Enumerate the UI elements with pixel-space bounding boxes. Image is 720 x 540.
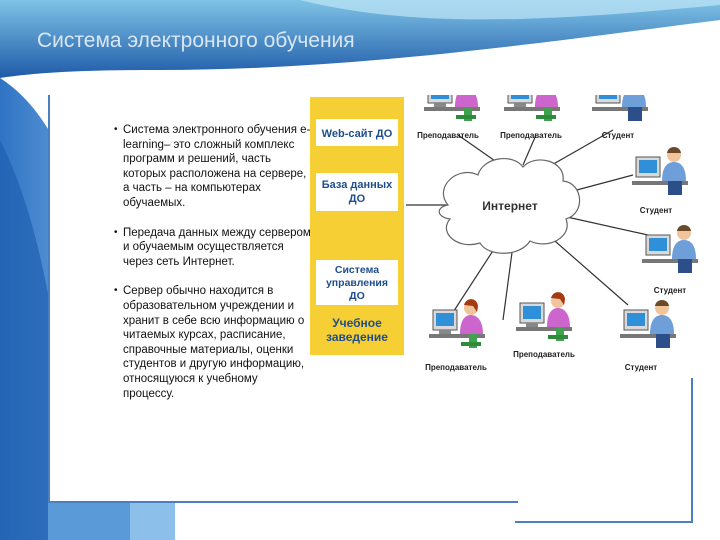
slide-title: Система электронного обучения (37, 29, 355, 52)
user-label-student-4: Студент (625, 363, 658, 372)
bullet-item-1: Система электронного обучения e-learning… (114, 123, 311, 211)
institution-label-line2: заведение (326, 330, 388, 344)
bullet-list: Система электронного обучения e-learning… (114, 123, 311, 416)
institution-label-line1: Учебное (332, 316, 382, 330)
teacher-computer-icon (515, 291, 573, 342)
system-box-line1: Система (335, 264, 379, 276)
system-box-line2: управления (326, 277, 388, 289)
student-computer-icon (631, 146, 689, 196)
bullet-item-3: Сервер обычно находится в образовательно… (114, 284, 311, 401)
student-computer-icon (591, 72, 649, 122)
user-label-teacher-2: Преподаватель (500, 131, 562, 140)
user-label-teacher-4: Преподаватель (513, 350, 575, 359)
student-computer-icon (641, 224, 699, 274)
institution-block: Web-сайт ДО База данных ДО Система управ… (310, 97, 404, 355)
internet-cloud-icon: Интернет (438, 158, 581, 254)
user-label-student-2: Студент (640, 206, 673, 215)
user-label-teacher-3: Преподаватель (425, 363, 487, 372)
database-box-line2: ДО (349, 193, 366, 205)
user-label-student-1: Студент (602, 131, 635, 140)
internet-label: Интернет (482, 199, 538, 213)
student-computer-icon (619, 299, 677, 349)
system-box-line3: ДО (349, 290, 365, 302)
network-diagram: Web-сайт ДО База данных ДО Система управ… (308, 71, 703, 380)
bullet-item-2: Передача данных между сервером и обучаем… (114, 226, 311, 270)
website-box: Web-сайт ДО (322, 128, 393, 140)
database-box-line1: База данных (322, 179, 393, 191)
user-label-student-3: Студент (654, 286, 687, 295)
decorative-frame (515, 378, 693, 523)
teacher-computer-icon (423, 71, 481, 122)
teacher-computer-icon (503, 71, 561, 122)
user-label-teacher-1: Преподаватель (417, 131, 479, 140)
